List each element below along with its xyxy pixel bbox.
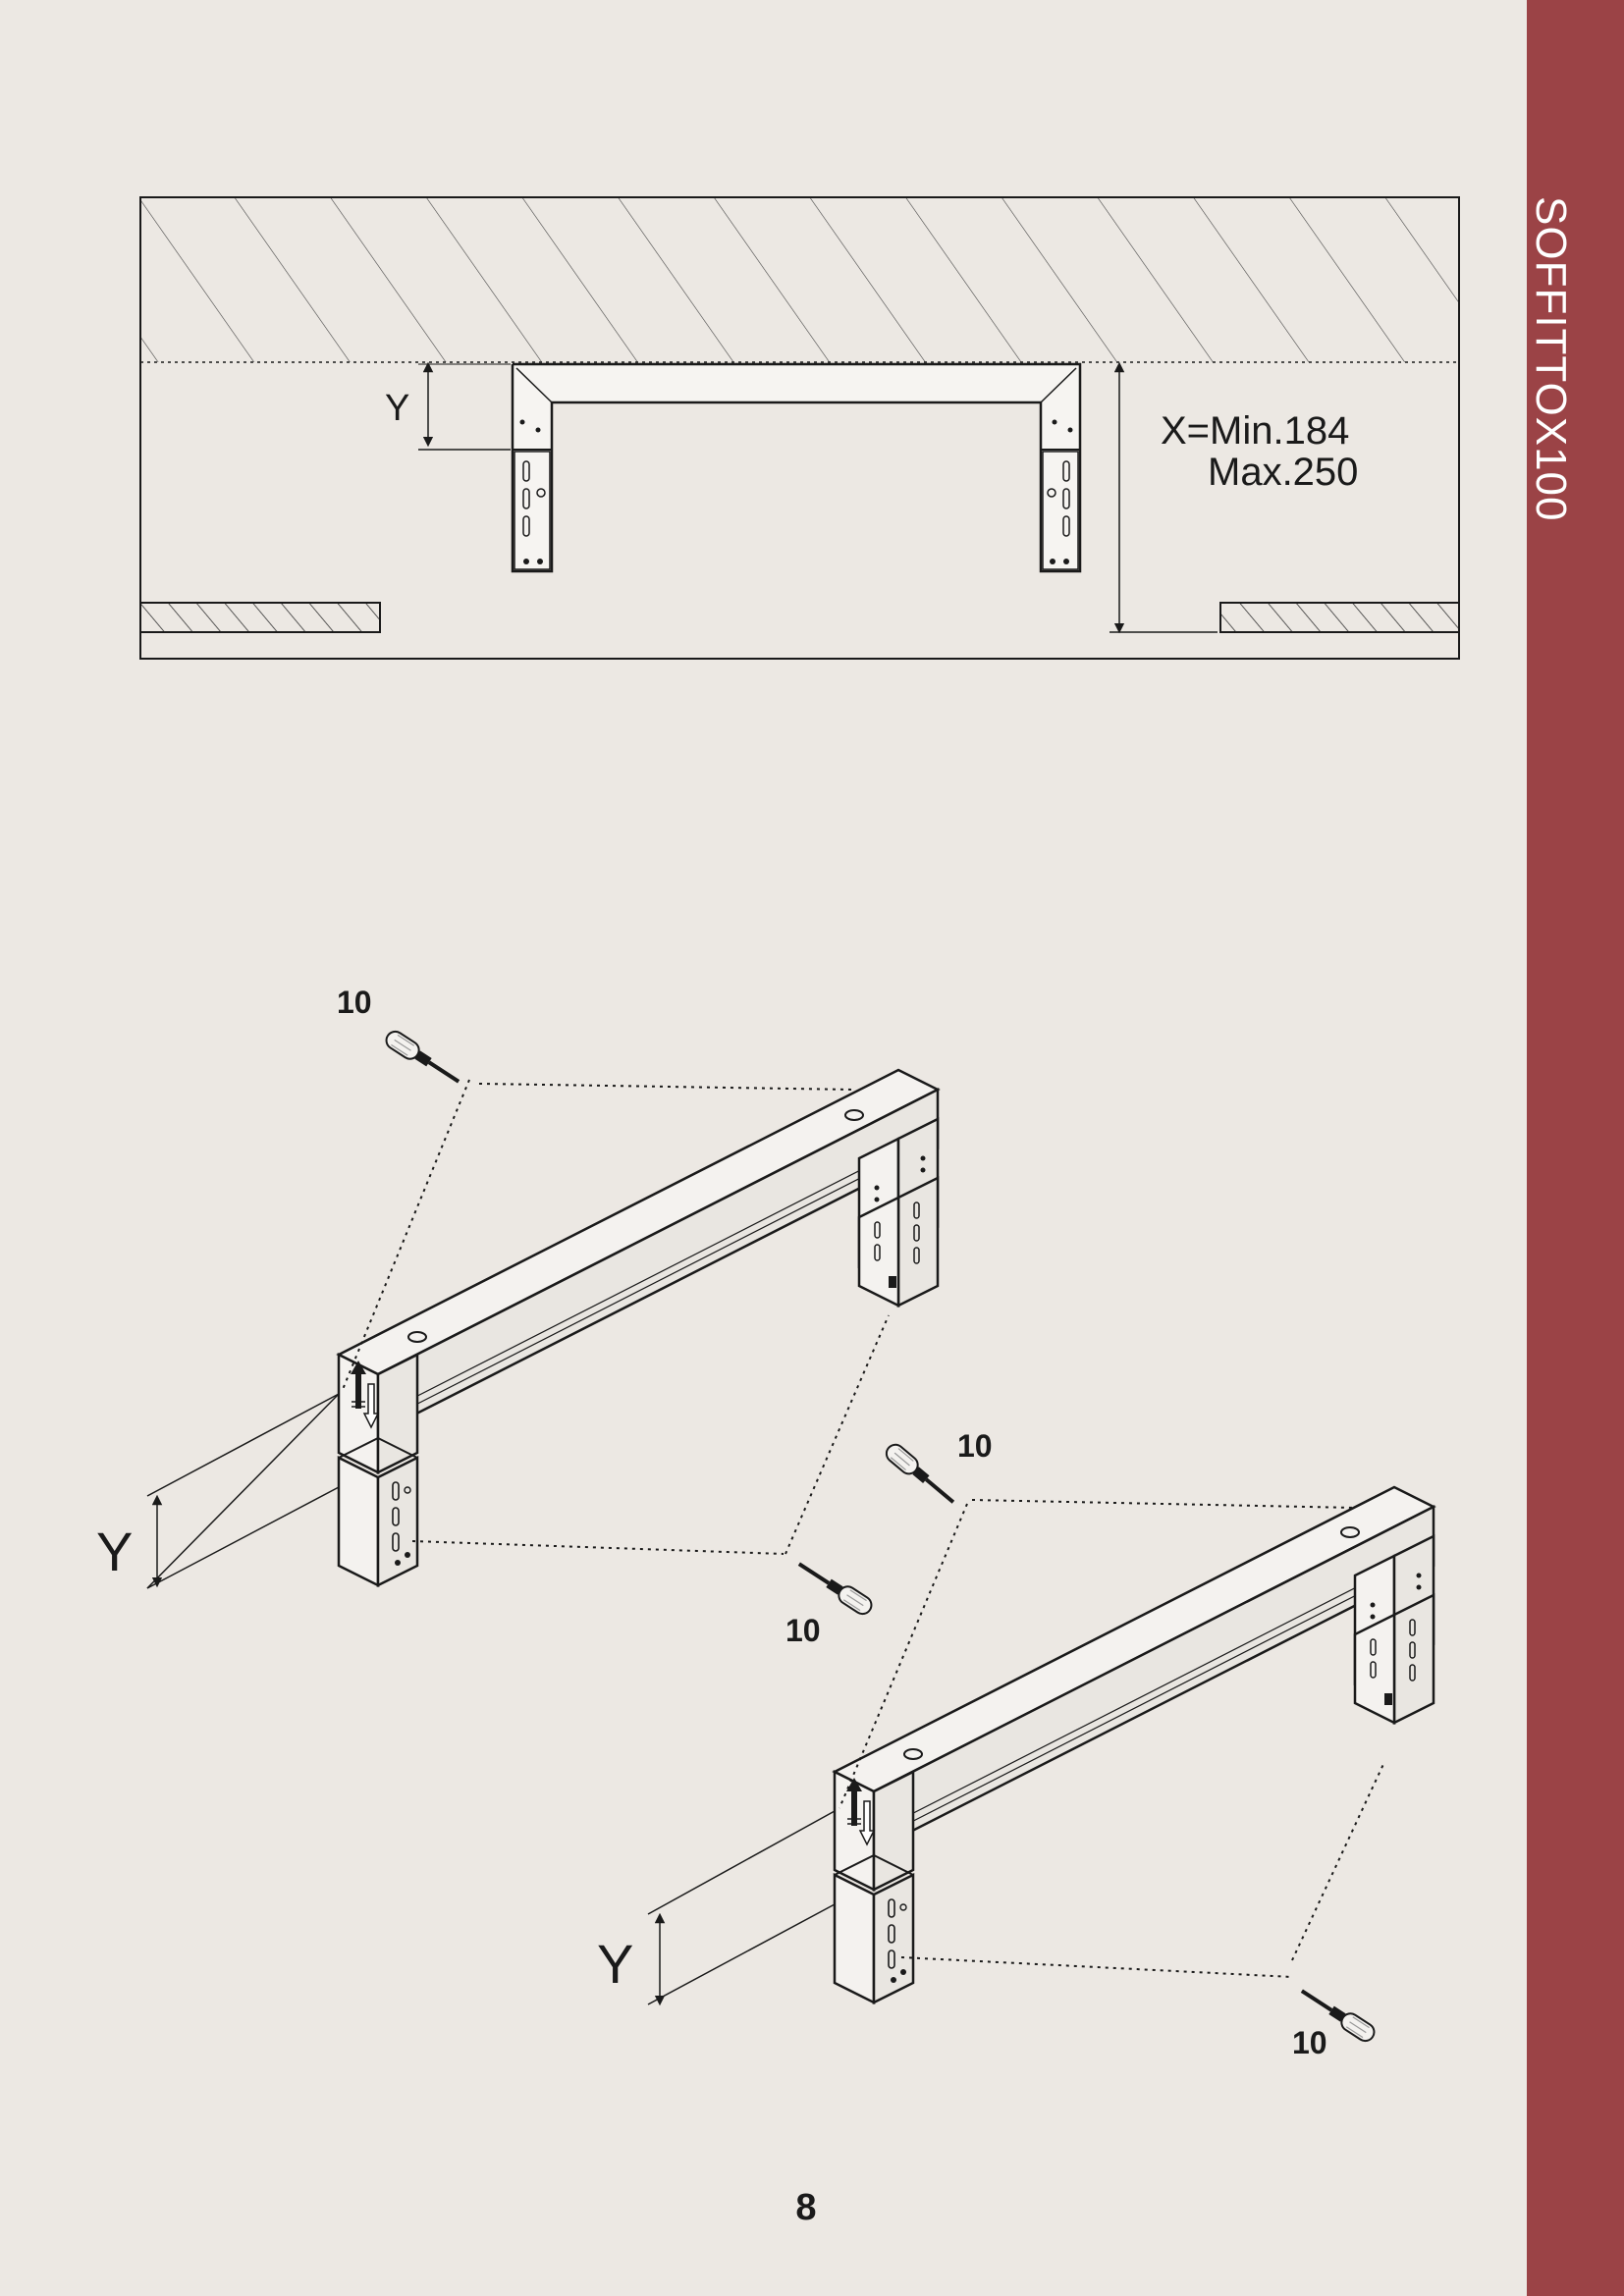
- ceiling-slab: [141, 198, 1458, 362]
- side-band: [1527, 0, 1624, 2296]
- part-callout-10: 10: [337, 985, 372, 1020]
- assembly-dimension-y-2: Y: [597, 1933, 633, 1995]
- false-ceiling-right: [1219, 602, 1460, 633]
- part-callout-10: 10: [785, 1613, 821, 1648]
- bracket-front-view: [511, 362, 1082, 573]
- screwdriver-icon: [791, 1554, 877, 1620]
- ceiling-section-view: Y X=Min.184 Max.250: [139, 196, 1460, 660]
- screwdriver-icon: [381, 1026, 466, 1092]
- part-callout-10: 10: [1292, 2025, 1327, 2060]
- bracket-2: [833, 1485, 1435, 2004]
- dimension-x-min: X=Min.184: [1161, 409, 1349, 453]
- page-number-text: 8: [795, 2187, 817, 2228]
- part-callout-10: 10: [957, 1428, 993, 1464]
- bracket-1: [337, 1068, 940, 1587]
- assembly-view: Y Y 10 10 10 10: [96, 985, 1435, 2060]
- section-dimension-y: Y: [385, 388, 409, 429]
- assembly-dimension-y-1: Y: [96, 1521, 133, 1582]
- page-number: 8: [0, 2187, 1624, 2229]
- screwdriver-icon: [881, 1439, 961, 1512]
- dimension-x-max: Max.250: [1208, 451, 1358, 494]
- false-ceiling-left: [139, 602, 381, 633]
